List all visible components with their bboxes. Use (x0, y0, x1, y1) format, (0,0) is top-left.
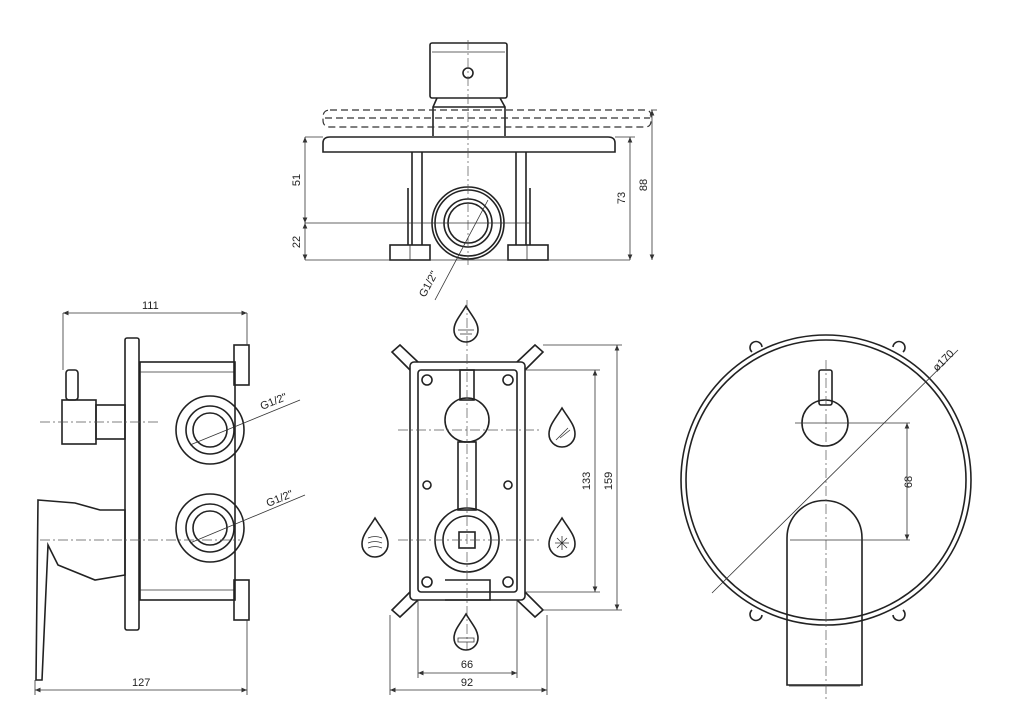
dim-92: 92 (461, 677, 473, 689)
thread-label-lower: G1/2" (265, 488, 295, 510)
dim-73: 73 (616, 192, 628, 204)
thread-label-upper: G1/2" (259, 391, 289, 413)
dim-68: 68 (903, 476, 915, 488)
dim-88: 88 (638, 179, 650, 191)
front-view: 68 ø170 (680, 334, 972, 700)
dim-133: 133 (581, 472, 593, 490)
hand-shower-icon (548, 406, 576, 448)
dim-51: 51 (291, 174, 303, 186)
dim-111: 111 (142, 300, 159, 312)
dim-66: 66 (461, 659, 473, 671)
box-view: 133 159 66 92 (361, 300, 622, 695)
dim-diameter-170: ø170 (931, 348, 957, 374)
bath-spout-icon (453, 612, 479, 651)
thread-label: G1/2" (417, 269, 441, 299)
top-view: 51 22 73 88 G1/2" (291, 40, 657, 301)
side-view: 111 127 G1/2" G1/2" (34, 300, 306, 695)
dim-159: 159 (603, 472, 615, 490)
dim-22: 22 (291, 236, 303, 248)
dim-127: 127 (132, 677, 150, 689)
cold-water-icon (548, 516, 576, 558)
hot-water-icon (361, 516, 389, 558)
shower-head-icon (453, 304, 479, 343)
